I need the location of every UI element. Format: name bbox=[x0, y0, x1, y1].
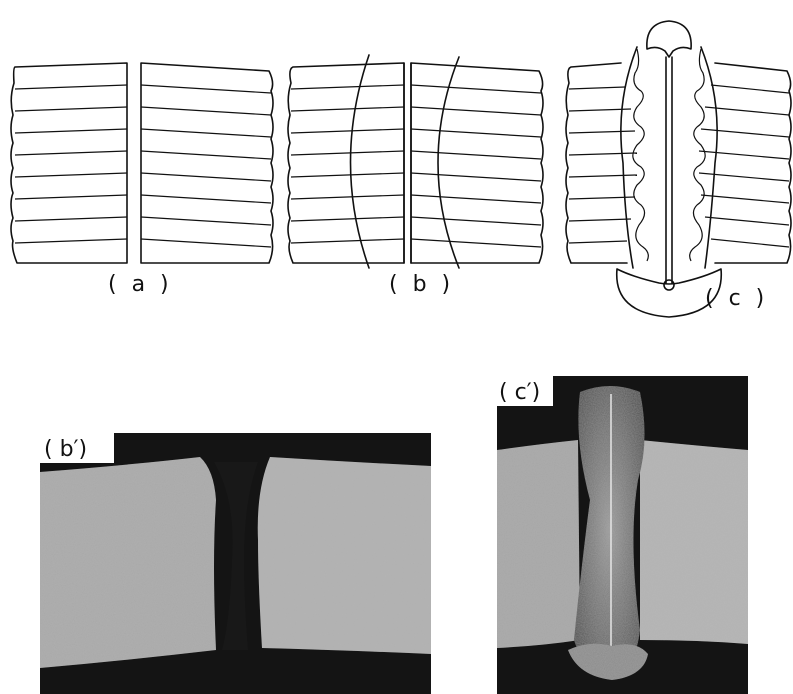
panel-c-weld-zone bbox=[617, 21, 722, 317]
panel-a-left-stack bbox=[11, 63, 127, 263]
panel-a-right-stack bbox=[141, 63, 273, 263]
photo-c-prime: ( c′) bbox=[497, 376, 748, 694]
photo-b-prime-label: ( b′) bbox=[44, 437, 87, 462]
panel-b bbox=[288, 55, 543, 268]
panel-c-label: ( c ) bbox=[705, 286, 768, 311]
photo-b-prime-left-block bbox=[40, 457, 216, 668]
panel-b-left-stack bbox=[288, 63, 404, 263]
photo-b-prime-right-block bbox=[258, 457, 431, 654]
panel-c-right-stack bbox=[699, 63, 791, 263]
photo-b-prime: ( b′) bbox=[40, 433, 431, 694]
panel-b-right-stack bbox=[411, 63, 543, 263]
panel-c bbox=[566, 21, 791, 317]
panel-b-label: ( b ) bbox=[389, 272, 454, 297]
panel-a-label: ( a ) bbox=[108, 272, 173, 297]
photo-c-prime-right-block bbox=[640, 440, 748, 644]
photo-c-prime-left-block bbox=[497, 440, 580, 648]
panel-a bbox=[11, 63, 273, 263]
photo-c-prime-label: ( c′) bbox=[499, 380, 540, 405]
panel-c-left-stack bbox=[566, 63, 637, 263]
